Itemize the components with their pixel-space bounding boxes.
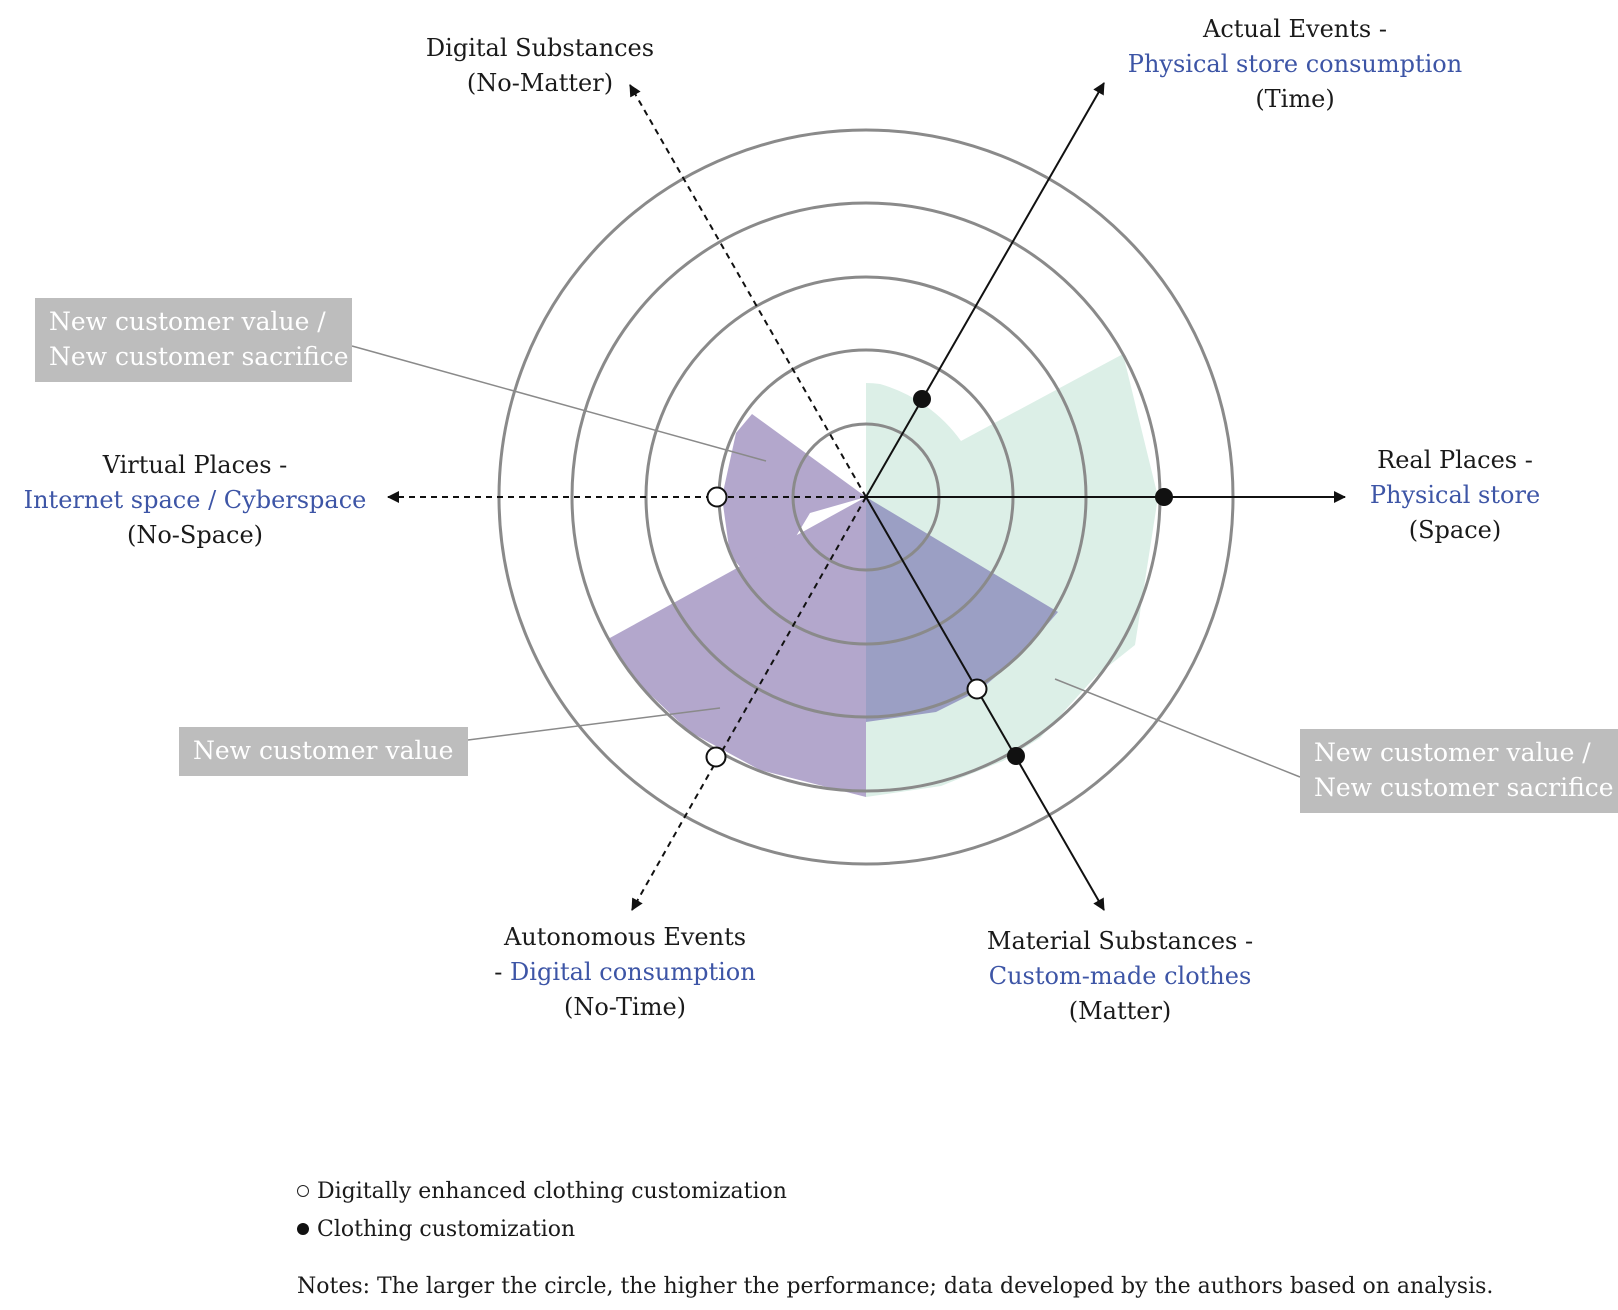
marker-open-autonomous-events bbox=[705, 746, 727, 768]
legend-open-label: Digitally enhanced clothing customizatio… bbox=[317, 1179, 787, 1204]
virtual-places-sub: (No-Space) bbox=[126, 521, 264, 549]
digital-sector-bottom bbox=[608, 497, 866, 797]
real-places-sub: (Space) bbox=[1408, 516, 1502, 544]
label-real-places: Real Places - Physical store (Space) bbox=[1340, 443, 1570, 548]
material-substances-sub: (Matter) bbox=[1068, 997, 1172, 1025]
autonomous-events-example: Digital consumption bbox=[510, 958, 756, 986]
digital-substances-title: Digital Substances bbox=[425, 34, 655, 62]
digital-sector-upper bbox=[722, 414, 866, 497]
callout-left-line2: New customer sacrifice bbox=[49, 342, 349, 371]
marker-filled-real-places bbox=[1155, 488, 1173, 506]
axis-autonomous-events bbox=[631, 496, 867, 911]
label-virtual-places: Virtual Places - Internet space / Cybers… bbox=[10, 448, 380, 553]
marker-open-virtual-places bbox=[706, 486, 728, 508]
callout-right-line2: New customer sacrifice bbox=[1314, 773, 1614, 802]
virtual-places-example: Internet space / Cyberspace bbox=[23, 486, 367, 514]
actual-events-example: Physical store consumption bbox=[1127, 50, 1463, 78]
axis-digital-substances bbox=[629, 84, 867, 498]
label-material-substances: Material Substances - Custom-made clothe… bbox=[965, 924, 1275, 1029]
notes-text: Notes: The larger the circle, the higher… bbox=[297, 1274, 1494, 1299]
callout-value-sacrifice-left: New customer value / New customer sacrif… bbox=[35, 298, 352, 382]
dashed-axes bbox=[387, 84, 867, 911]
autonomous-events-sub: (No-Time) bbox=[563, 993, 687, 1021]
callout-value-sacrifice-right: New customer value / New customer sacrif… bbox=[1300, 729, 1618, 813]
virtual-places-title: Virtual Places - bbox=[102, 451, 288, 479]
actual-events-title: Actual Events - bbox=[1203, 15, 1387, 43]
legend-filled-label: Clothing customization bbox=[317, 1217, 576, 1242]
marker-filled-actual-events bbox=[913, 390, 931, 408]
markers bbox=[705, 390, 1173, 768]
leader-lines bbox=[351, 345, 1301, 778]
leader-bottom-left bbox=[467, 707, 721, 741]
solid-axes bbox=[865, 82, 1346, 911]
axis-actual-events bbox=[865, 82, 1105, 498]
callout-new-value-text: New customer value bbox=[193, 736, 454, 765]
callout-right-line1: New customer value / bbox=[1314, 738, 1591, 767]
digital-substances-sub: (No-Matter) bbox=[466, 69, 614, 97]
callout-new-value: New customer value bbox=[179, 727, 468, 776]
material-substances-title: Material Substances - bbox=[986, 927, 1254, 955]
label-actual-events: Actual Events - Physical store consumpti… bbox=[1100, 12, 1490, 117]
filled-circle-icon bbox=[297, 1223, 309, 1235]
actual-events-sub: (Time) bbox=[1255, 85, 1335, 113]
material-substances-example: Custom-made clothes bbox=[988, 962, 1252, 990]
label-autonomous-events: Autonomous Events - Digital consumption … bbox=[470, 920, 780, 1025]
open-circle-icon bbox=[297, 1185, 309, 1197]
leader-top-left bbox=[351, 345, 767, 462]
physical-sector-upper bbox=[866, 354, 1158, 497]
autonomous-events-title: Autonomous Events bbox=[503, 923, 747, 951]
leader-right bbox=[1054, 678, 1301, 778]
autonomous-events-prefix: - bbox=[494, 958, 511, 986]
legend-filled-marker: Clothing customization bbox=[297, 1215, 575, 1245]
legend-open-marker: Digitally enhanced clothing customizatio… bbox=[297, 1177, 787, 1207]
real-places-example: Physical store bbox=[1369, 481, 1541, 509]
real-places-title: Real Places - bbox=[1377, 446, 1533, 474]
axis-material-substances bbox=[865, 496, 1105, 911]
marker-open-material-substances bbox=[966, 678, 988, 700]
callout-left-line1: New customer value / bbox=[49, 307, 326, 336]
marker-filled-material-substances bbox=[1007, 747, 1025, 765]
label-digital-substances: Digital Substances (No-Matter) bbox=[395, 31, 685, 101]
